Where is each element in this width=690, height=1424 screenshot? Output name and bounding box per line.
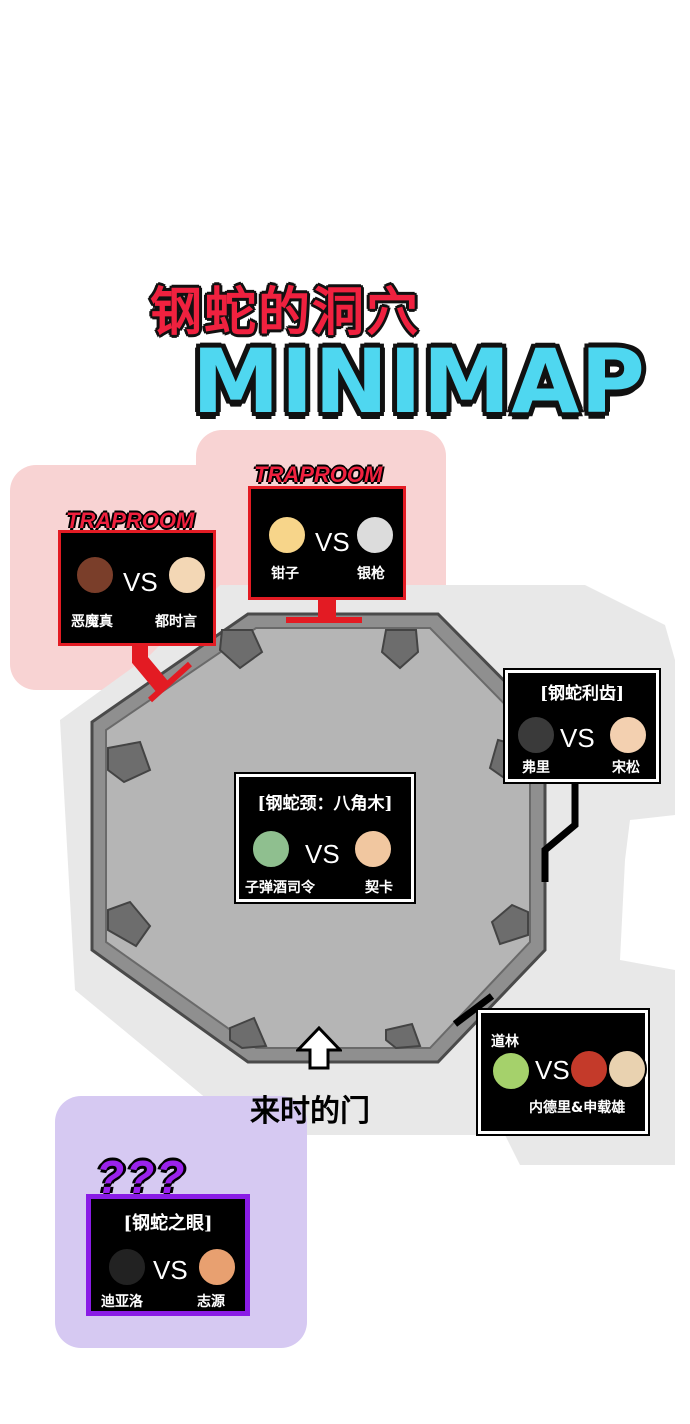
- character-face-icon: [251, 829, 291, 869]
- card-southeast[interactable]: 道林 VS 内德里&申载雄: [476, 1008, 650, 1136]
- character-face-icon: [107, 1247, 147, 1287]
- vs-text: VS: [153, 1255, 188, 1285]
- traproom-label-left: TRAPROOM: [66, 508, 195, 533]
- entrance-door-label: 来时的门: [250, 1094, 370, 1129]
- fighter-right: 银枪: [357, 566, 385, 582]
- character-face-icon: [491, 1051, 531, 1091]
- fighter-left: 恶魔真: [71, 614, 113, 630]
- fighter-left: 道林: [491, 1034, 519, 1050]
- vs-text: VS: [123, 567, 158, 597]
- vs-text: VS: [560, 723, 595, 753]
- vs-text: VS: [315, 527, 350, 557]
- card-top-trap[interactable]: VS 钳子 银枪: [248, 486, 406, 600]
- fighter-right: 宋松: [612, 760, 640, 776]
- vs-text: VS: [305, 839, 340, 869]
- card-title: [钢蛇利齿]: [539, 684, 625, 704]
- fighter-left: 迪亚洛: [101, 1294, 143, 1310]
- title-chinese: 钢蛇的洞穴: [150, 283, 421, 343]
- fighter-right: 都时言: [155, 614, 197, 630]
- card-title: [钢蛇颈：八角木]: [257, 794, 393, 814]
- fighter-right: 志源: [197, 1294, 225, 1310]
- fighter-left: 子弹酒司令: [245, 880, 315, 896]
- card-left-trap[interactable]: VS 恶魔真 都时言: [58, 530, 216, 646]
- character-face-icon: [75, 555, 115, 595]
- character-face-icon: [353, 829, 393, 869]
- character-face-icon: [197, 1247, 237, 1287]
- character-face-icon: [607, 1049, 647, 1089]
- fighter-left: 弗里: [522, 760, 550, 776]
- card-east[interactable]: [钢蛇利齿] VS 弗里 宋松: [503, 668, 661, 784]
- fighter-right: 契卡: [365, 880, 393, 896]
- character-face-icon: [355, 515, 395, 555]
- character-face-icon: [267, 515, 307, 555]
- up-arrow-icon: [296, 1026, 342, 1070]
- card-center[interactable]: [钢蛇颈：八角木] VS 子弹酒司令 契卡: [234, 772, 416, 904]
- character-face-icon: [516, 715, 556, 755]
- vs-text: VS: [535, 1055, 570, 1085]
- title-minimap: MINIMAP: [192, 330, 646, 433]
- character-face-icon: [608, 715, 648, 755]
- card-eye[interactable]: [钢蛇之眼] VS 迪亚洛 志源: [86, 1194, 250, 1316]
- card-title: [钢蛇之眼]: [123, 1213, 213, 1234]
- fighter-left: 钳子: [271, 566, 299, 582]
- traproom-label-top: TRAPROOM: [254, 462, 383, 487]
- character-face-icon: [569, 1049, 609, 1089]
- fighter-right: 内德里&申载雄: [529, 1100, 626, 1116]
- character-face-icon: [167, 555, 207, 595]
